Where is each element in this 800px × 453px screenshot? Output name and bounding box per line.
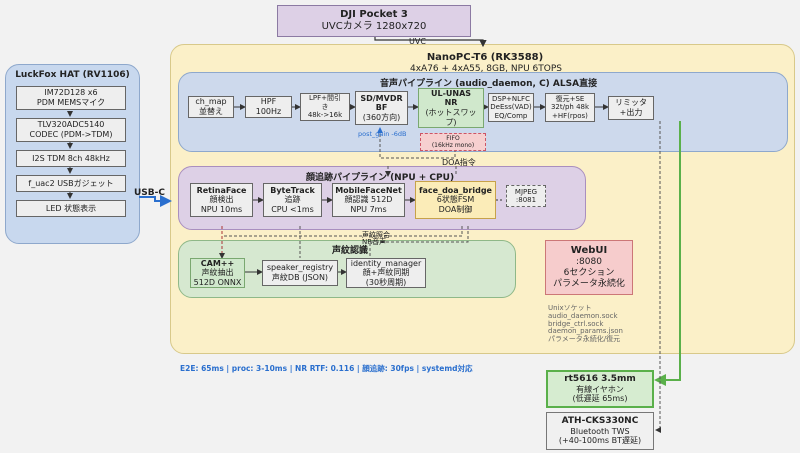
webui-sub: :8080 6セクション パラメータ永続化 <box>553 257 625 289</box>
params-note: daemon_params.json パラメータ永続化/復元 <box>548 327 623 344</box>
unix-socket-note: Unixソケット audio_daemon.sock bridge_ctrl.s… <box>548 304 618 329</box>
luckfox-i2s-box: I2S TDM 8ch 48kHz <box>16 150 126 167</box>
uvc-label: UVC <box>409 37 426 46</box>
lpf-box: LPF+間引 き 48k->16k <box>300 93 350 121</box>
bytetrack-title: ByteTrack <box>270 185 315 195</box>
fifo-box: FIFO (16kHz mono) <box>420 133 486 151</box>
luckfox-led-box: LED 状態表示 <box>16 200 126 217</box>
nanopc-subtitle: 4xA76 + 4xA55, 8GB, NPU 6TOPS <box>410 64 562 73</box>
sd-mvdr-sub: (360方向) <box>362 112 401 122</box>
post-gain-label: post_gain -6dB <box>358 130 407 138</box>
identity-manager-box: identity_manager 顔+声紋同期 (30秒周期) <box>346 258 426 288</box>
restore-box: 復元+SE 32t/ph 48k +HF(rpos) <box>545 93 595 122</box>
ul-unas-title: UL-UNAS NR <box>430 88 472 108</box>
face-doa-bridge-box: face_doa_bridge 6状態FSM DOA制御 <box>415 181 496 219</box>
limiter-box: リミッタ +出力 <box>608 96 654 120</box>
mjpeg-box: MJPEG :8081 <box>506 185 546 207</box>
voice-title: 声紋認識 <box>331 246 368 256</box>
audio-title: 音声パイプライン (audio_daemon, C) ALSA直接 <box>380 79 598 89</box>
nanopc-title: NanoPC-T6 (RK3588) <box>426 52 544 63</box>
retinaface-sub: 顔検出 NPU 10ms <box>200 195 243 214</box>
voice-link-label-b: NR音声 <box>362 238 387 246</box>
webui-title: WebUI <box>570 245 608 257</box>
rt5616-sub: 有線イヤホン (低遅延 65ms) <box>572 384 628 404</box>
ath-box: ATH-CKS330NC Bluetooth TWS (+40-100ms BT… <box>546 412 654 450</box>
ul-unas-box: UL-UNAS NR (ホットスワッ プ) <box>418 88 484 128</box>
face-doa-bridge-title: face_doa_bridge <box>419 185 492 195</box>
ch-map-box: ch_map 並替え <box>188 96 234 118</box>
dsp-box: DSP+NLFC DeEss(VAD) EQ/Comp <box>488 93 534 122</box>
bytetrack-box: ByteTrack 追跡 CPU <1ms <box>263 183 322 217</box>
hpf-box: HPF 100Hz <box>245 96 292 118</box>
mobilefacenet-box: MobileFaceNet 顔認識 512D NPU 7ms <box>332 183 405 217</box>
doa-cmd-label: DOA指令 <box>442 158 476 167</box>
sd-mvdr-box: SD/MVDR BF (360方向) <box>355 91 408 125</box>
campp-box: CAM++ 声紋抽出 512D ONNX <box>190 258 245 288</box>
mobilefacenet-sub: 顔認識 512D NPU 7ms <box>344 195 393 214</box>
speaker-registry-box: speaker_registry 声紋DB (JSON) <box>262 260 338 286</box>
dji-subtitle: UVCカメラ 1280x720 <box>321 21 427 32</box>
ath-sub: Bluetooth TWS (+40-100ms BT遅延) <box>558 426 642 446</box>
dji-title: DJI Pocket 3 <box>340 9 408 20</box>
usb-c-label: USB-C <box>134 188 165 198</box>
retinaface-title: RetinaFace <box>196 185 247 195</box>
rt5616-title: rt5616 3.5mm <box>564 374 636 384</box>
footer-stats: E2E: 65ms | proc: 3-10ms | NR RTF: 0.116… <box>180 364 473 373</box>
luckfox-title: LuckFox HAT (RV1106) <box>15 70 130 80</box>
luckfox-uac2-box: f_uac2 USBガジェット <box>16 175 126 192</box>
ul-unas-sub: (ホットスワッ プ) <box>425 108 477 127</box>
ath-title: ATH-CKS330NC <box>561 416 639 426</box>
luckfox-codec-box: TLV320ADC5140 CODEC (PDM->TDM) <box>16 118 126 142</box>
webui-box: WebUI :8080 6セクション パラメータ永続化 <box>545 240 633 295</box>
rt5616-box: rt5616 3.5mm 有線イヤホン (低遅延 65ms) <box>546 370 654 408</box>
voice-link-label-a: 声紋照合 <box>362 231 390 239</box>
face-doa-bridge-sub: 6状態FSM DOA制御 <box>436 195 475 214</box>
campp-sub: 声紋抽出 512D ONNX <box>193 268 242 287</box>
mobilefacenet-title: MobileFaceNet <box>335 185 402 195</box>
retinaface-box: RetinaFace 顔検出 NPU 10ms <box>190 183 253 217</box>
dji-camera-box: DJI Pocket 3 UVCカメラ 1280x720 <box>277 5 471 37</box>
campp-title: CAM++ <box>200 258 235 268</box>
face-title: 顔追跡パイプライン (NPU + CPU) <box>305 173 455 183</box>
sd-mvdr-title: SD/MVDR BF <box>360 93 403 113</box>
bytetrack-sub: 追跡 CPU <1ms <box>271 195 314 214</box>
luckfox-mic-box: IM72D128 x6 PDM MEMSマイク <box>16 86 126 110</box>
